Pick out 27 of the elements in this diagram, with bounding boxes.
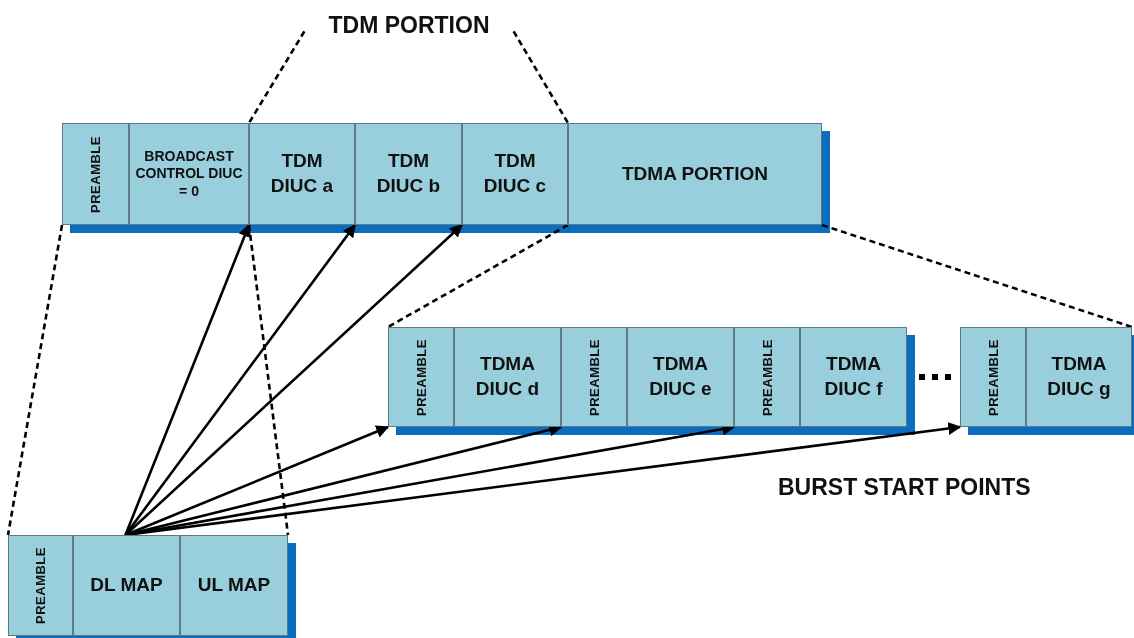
preamble-cell: PREAMBLE [960,327,1026,427]
dashed-line [821,223,1133,329]
heading-text: TDM PORTION [300,8,518,44]
frame-cell: TDM DIUC b [355,123,462,225]
frame-cell: TDMA DIUC g [1026,327,1132,427]
note-text: BURST START POINTS [778,474,1031,501]
dashed-line [512,30,570,124]
frame-cell: BROADCAST CONTROL DIUC = 0 [129,123,249,225]
frame-cell: DL MAP [73,535,180,636]
frame-cell: TDM DIUC a [249,123,355,225]
arrow [124,223,251,536]
preamble-cell: PREAMBLE [62,123,129,225]
frame-cell: UL MAP [180,535,288,636]
dashed-line [6,224,64,536]
preamble-cell: PREAMBLE [388,327,454,427]
frame-cell: TDMA DIUC d [454,327,561,427]
frame-cell: TDMA DIUC f [800,327,907,427]
arrow [124,224,463,536]
dashed-line [247,30,306,124]
preamble-cell: PREAMBLE [561,327,627,427]
dashed-line [247,224,290,536]
preamble-cell: PREAMBLE [734,327,800,427]
frame-cell: TDMA PORTION [568,123,822,225]
preamble-cell: PREAMBLE [8,535,73,636]
frame-cell: TDMA DIUC e [627,327,734,427]
dashed-line [387,223,569,329]
frame-cell: TDM DIUC c [462,123,568,225]
